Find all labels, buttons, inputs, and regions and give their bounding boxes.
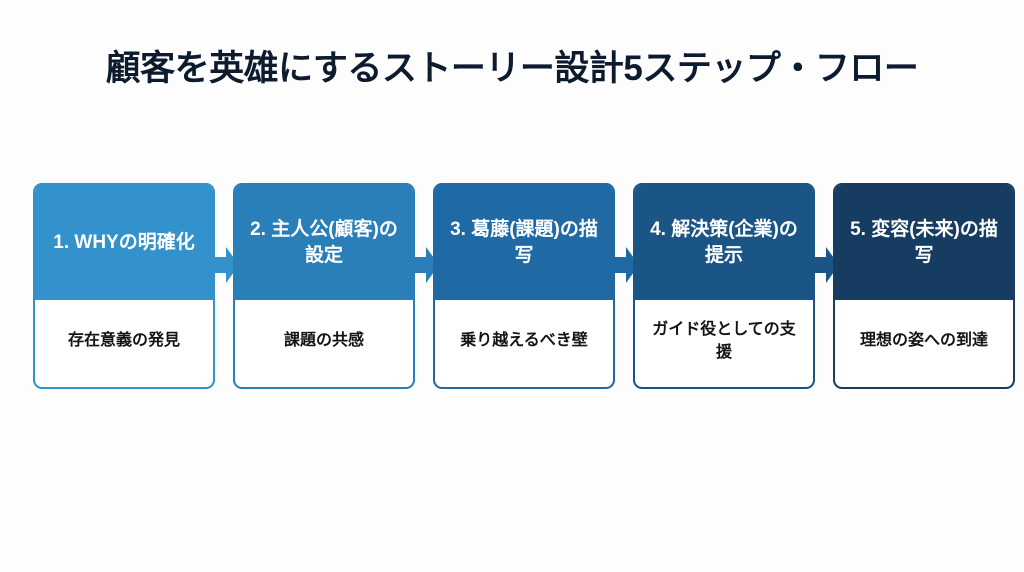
process-flow-diagram: 1. WHYの明確化 存在意義の発見 2. 主人公(顧客)の設定 課題の共感 bbox=[33, 183, 1015, 389]
process-step-3-caption: 乗り越えるべき壁 bbox=[460, 332, 588, 350]
process-step-2[interactable]: 2. 主人公(顧客)の設定 課題の共感 bbox=[233, 183, 415, 389]
process-step-1[interactable]: 1. WHYの明確化 存在意義の発見 bbox=[33, 183, 215, 389]
page-title: 顧客を英雄にするストーリー設計5ステップ・フロー bbox=[105, 49, 919, 88]
process-step-1-heading: 1. WHYの明確化 bbox=[35, 185, 213, 300]
process-step-5-heading: 5. 変容(未来)の描写 bbox=[835, 185, 1013, 300]
process-step-4-heading: 4. 解決策(企業)の提示 bbox=[635, 185, 813, 300]
process-step-5[interactable]: 5. 変容(未来)の描写 理想の姿への到達 bbox=[833, 183, 1015, 389]
process-step-1-frame: 1. WHYの明確化 存在意義の発見 bbox=[33, 183, 215, 389]
process-step-3-heading: 3. 葛藤(課題)の描写 bbox=[435, 185, 613, 300]
process-step-4-caption: ガイド役としての支援 bbox=[652, 321, 796, 361]
process-step-2-caption: 課題の共感 bbox=[283, 332, 364, 350]
process-step-4-frame: 4. 解決策(企業)の提示 ガイド役としての支援 bbox=[633, 183, 815, 389]
process-step-5-frame: 5. 変容(未来)の描写 理想の姿への到達 bbox=[833, 183, 1015, 389]
process-step-4[interactable]: 4. 解決策(企業)の提示 ガイド役としての支援 bbox=[633, 183, 815, 389]
process-step-3[interactable]: 3. 葛藤(課題)の描写 乗り越えるべき壁 bbox=[433, 183, 615, 389]
process-step-2-heading: 2. 主人公(顧客)の設定 bbox=[235, 185, 413, 300]
process-step-5-caption: 理想の姿への到達 bbox=[859, 332, 988, 350]
process-step-3-frame: 3. 葛藤(課題)の描写 乗り越えるべき壁 bbox=[433, 183, 615, 389]
process-step-2-frame: 2. 主人公(顧客)の設定 課題の共感 bbox=[233, 183, 415, 389]
process-step-1-caption: 存在意義の発見 bbox=[67, 332, 180, 350]
